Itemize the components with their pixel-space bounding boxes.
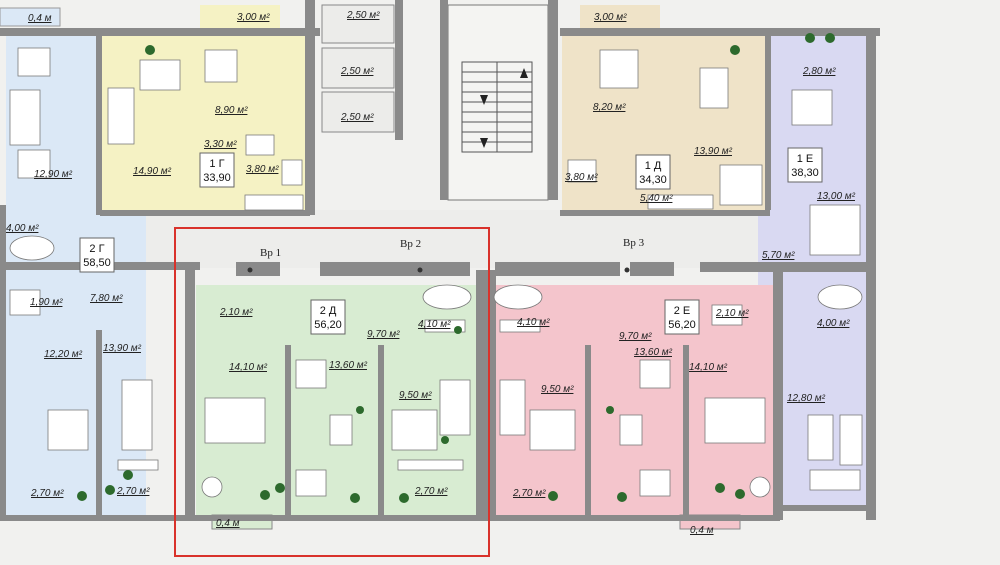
apt-1d-area: 34,30 <box>639 174 667 186</box>
door-labels: Вр 1 Вр 2 Вр 3 <box>260 237 645 259</box>
room-3-00-right: 3,00 м² <box>594 12 627 23</box>
room-2d-4-10: 4,10 м² <box>418 319 451 330</box>
room-8-20: 8,20 м² <box>593 102 626 113</box>
room-3-80-r: 3,80 м² <box>565 172 598 183</box>
room-2-70-a: 2,70 м² <box>30 488 64 499</box>
apt-1e-label: 1 Е <box>797 153 814 165</box>
room-2d-14-10: 14,10 м² <box>229 362 268 373</box>
apt-1g-area: 33,90 <box>203 172 231 184</box>
apartment-labels: 2 Г 58,50 1 Г 33,90 1 Д 34,30 1 Е 38,30 … <box>79 147 823 335</box>
room-14-90: 14,90 м² <box>133 166 172 177</box>
room-2d-13-60: 13,60 м² <box>329 360 368 371</box>
room-4-00-r: 4,00 м² <box>817 318 850 329</box>
apt-1e-area: 38,30 <box>791 167 819 179</box>
corridor <box>140 210 760 268</box>
room-2d-2-10: 2,10 м² <box>219 307 253 318</box>
room-2-80: 2,80 м² <box>802 66 836 77</box>
room-2d-balcony: 0,4 м <box>216 518 240 529</box>
room-5-40: 5,40 м² <box>640 193 673 204</box>
door-vr3: Вр 3 <box>623 237 645 249</box>
room-13-90-l: 13,90 м² <box>103 343 142 354</box>
apt-2g-label: 2 Г <box>89 243 104 255</box>
apt-2e-label: 2 Е <box>674 305 691 317</box>
room-3-30: 3,30 м² <box>204 139 237 150</box>
room-4-00-l: 4,00 м² <box>6 223 39 234</box>
door-vr1: Вр 1 <box>260 247 281 259</box>
storage-rooms <box>321 4 395 133</box>
room-2d-9-70: 9,70 м² <box>367 329 400 340</box>
room-2e-9-50: 9,50 м² <box>541 384 574 395</box>
room-2-50-a: 2,50 м² <box>346 10 380 21</box>
room-8-90: 8,90 м² <box>215 105 248 116</box>
room-2d-9-50: 9,50 м² <box>399 390 432 401</box>
room-2e-2-10: 2,10 м² <box>715 308 749 319</box>
furniture <box>9 47 863 498</box>
room-labels: 0,4 м 3,00 м² 3,00 м² 2,50 м² 2,50 м² 2,… <box>6 10 856 536</box>
room-12-90: 12,90 м² <box>34 169 73 180</box>
room-3-80-l: 3,80 м² <box>246 164 279 175</box>
room-2e-13-60: 13,60 м² <box>634 347 673 358</box>
apt-1g-label: 1 Г <box>209 158 224 170</box>
room-balcony-tl: 0,4 м <box>28 13 52 24</box>
apt-2g-area: 58,50 <box>83 257 111 269</box>
room-5-70: 5,70 м² <box>762 250 795 261</box>
selection-highlight <box>174 227 490 557</box>
apt-1d-label: 1 Д <box>645 160 662 172</box>
room-2-50-c: 2,50 м² <box>340 112 374 123</box>
room-3-00-left: 3,00 м² <box>237 12 270 23</box>
room-13-90-r: 13,90 м² <box>694 146 733 157</box>
room-2e-14-10: 14,10 м² <box>689 362 728 373</box>
pillars <box>247 267 630 273</box>
room-2d-2-70: 2,70 м² <box>414 486 448 497</box>
room-2e-2-70: 2,70 м² <box>512 488 546 499</box>
room-1-90: 1,90 м² <box>30 297 63 308</box>
stairwell <box>447 4 549 201</box>
room-7-80: 7,80 м² <box>90 293 123 304</box>
room-2e-balcony: 0,4 м <box>690 525 714 536</box>
door-vr2: Вр 2 <box>400 238 421 250</box>
room-2-50-b: 2,50 м² <box>340 66 374 77</box>
apt-2e-area: 56,20 <box>668 319 696 331</box>
room-13-00: 13,00 м² <box>817 191 856 202</box>
room-2-70-b: 2,70 м² <box>116 486 150 497</box>
room-12-80: 12,80 м² <box>787 393 826 404</box>
room-2e-9-70: 9,70 м² <box>619 331 652 342</box>
room-2e-4-10: 4,10 м² <box>517 317 550 328</box>
plants <box>77 33 835 503</box>
apt-2d-area: 56,20 <box>314 319 342 331</box>
room-12-20: 12,20 м² <box>44 349 83 360</box>
apt-2d-label: 2 Д <box>320 305 337 317</box>
